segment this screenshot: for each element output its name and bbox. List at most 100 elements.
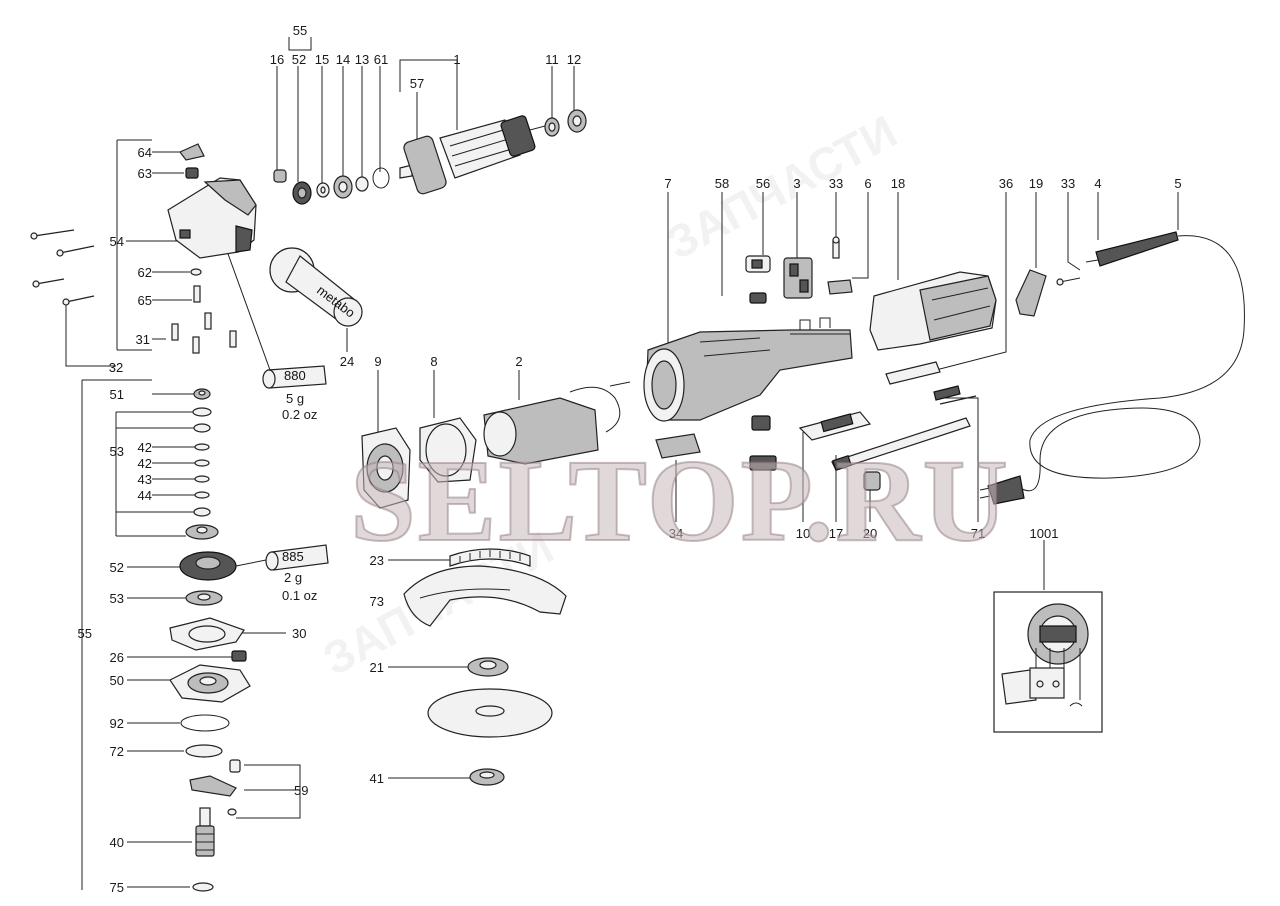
label-23: 23	[370, 553, 384, 568]
top-row-leader-lines	[276, 37, 575, 185]
label-73: 73	[370, 594, 384, 609]
watermark: SELTOP.RU	[349, 434, 1009, 567]
part-15-washer	[316, 182, 330, 198]
label-59: 59	[294, 783, 308, 798]
part-17-switch-rod	[831, 417, 971, 471]
label-26: 26	[110, 650, 124, 665]
svg-text:21: 21	[370, 660, 384, 675]
svg-text:1: 1	[453, 52, 460, 67]
label-92: 92	[110, 716, 124, 731]
svg-text:5: 5	[1174, 176, 1181, 191]
part-33-screw-cord	[1056, 277, 1081, 286]
label-1001: 1001	[1030, 526, 1059, 541]
svg-text:50: 50	[110, 673, 124, 688]
label-8: 8	[430, 354, 437, 369]
grease-880-weight-g: 5 g	[286, 391, 304, 406]
label-41: 41	[370, 771, 384, 786]
part-7-motor-housing	[643, 317, 853, 422]
label-13: 13	[355, 52, 369, 67]
label-62: 62	[138, 265, 152, 280]
svg-text:53: 53	[110, 591, 124, 606]
label-6: 6	[864, 176, 871, 191]
part-51-nut	[193, 388, 211, 400]
svg-text:24: 24	[340, 354, 354, 369]
label-50: 50	[110, 673, 124, 688]
part-21-inner-flange	[467, 657, 509, 677]
grease-880-weight-oz: 0.2 oz	[282, 407, 317, 422]
label-53: 53	[110, 591, 124, 606]
part-9-fan-baffle	[361, 427, 411, 509]
part-53-flange-top	[185, 524, 219, 540]
svg-text:44: 44	[138, 488, 152, 503]
svg-text:92: 92	[110, 716, 124, 731]
label-24: 24	[340, 354, 354, 369]
svg-text:36: 36	[999, 176, 1013, 191]
part-59-spindle-lock	[189, 759, 241, 816]
label-14: 14	[336, 52, 350, 67]
part-5-power-cord	[979, 235, 1245, 505]
svg-text:63: 63	[138, 166, 152, 181]
part-65-pin	[193, 285, 201, 303]
part-13-washer	[355, 176, 369, 192]
svg-text:6: 6	[864, 176, 871, 191]
part-56-brush-holder	[745, 255, 771, 273]
label-71: 71	[971, 526, 985, 541]
label-30: 30	[292, 626, 306, 641]
label-16: 16	[270, 52, 284, 67]
svg-text:9: 9	[374, 354, 381, 369]
part-11-bearing	[544, 117, 560, 137]
svg-text:61: 61	[374, 52, 388, 67]
label-32: 32	[109, 360, 123, 375]
svg-text:16: 16	[270, 52, 284, 67]
svg-text:18: 18	[891, 176, 905, 191]
part-71-contact-spring	[933, 385, 977, 405]
part-16-nut	[273, 169, 287, 183]
svg-text:40: 40	[110, 835, 124, 850]
label-4: 4	[1094, 176, 1101, 191]
label-11: 11	[545, 52, 559, 67]
svg-text:42: 42	[138, 456, 152, 471]
label-34: 34	[669, 526, 683, 541]
part-18-rear-cover	[869, 271, 997, 351]
label-3: 3	[793, 176, 800, 191]
part-53-flange	[185, 590, 223, 606]
svg-text:14: 14	[336, 52, 350, 67]
svg-text:57: 57	[410, 76, 424, 91]
part-61-circlip	[372, 167, 390, 189]
label-56: 56	[756, 176, 770, 191]
label-42b: 42	[138, 456, 152, 471]
part-19-strain-relief	[1015, 269, 1047, 317]
svg-text:73: 73	[370, 594, 384, 609]
part-33-screw	[832, 236, 840, 259]
svg-text:10: 10	[796, 526, 810, 541]
svg-text:23: 23	[370, 553, 384, 568]
label-55-top: 55	[293, 23, 307, 38]
label-21: 21	[370, 660, 384, 675]
part-64-button-cap	[179, 143, 205, 161]
svg-text:8: 8	[430, 354, 437, 369]
part-54-gear-housing	[167, 177, 257, 259]
part-10-switch-carrier	[798, 411, 872, 441]
part-41-clamping-nut	[469, 768, 505, 786]
label-44: 44	[138, 488, 152, 503]
svg-text:43: 43	[138, 472, 152, 487]
label-65: 65	[138, 293, 152, 308]
part-40-spindle	[195, 807, 215, 857]
background-watermark-faint: ЗАПЧАСТИ ЗАПЧАСТИ	[314, 105, 904, 685]
label-19: 19	[1029, 176, 1043, 191]
label-51: 51	[110, 387, 124, 402]
part-73-wheel-guard	[403, 565, 567, 627]
part-92-oring	[180, 714, 230, 732]
small-switch-parts	[749, 415, 777, 471]
label-1: 1	[453, 52, 460, 67]
label-57: 57	[410, 76, 424, 91]
part-1-armature	[399, 115, 546, 195]
svg-text:15: 15	[315, 52, 329, 67]
left-column-leader-lines	[81, 379, 301, 890]
label-10: 10	[796, 526, 810, 541]
label-18: 18	[891, 176, 905, 191]
label-53-group: 53	[110, 444, 124, 459]
svg-text:53: 53	[110, 444, 124, 459]
svg-text:31: 31	[136, 332, 150, 347]
svg-text:13: 13	[355, 52, 369, 67]
